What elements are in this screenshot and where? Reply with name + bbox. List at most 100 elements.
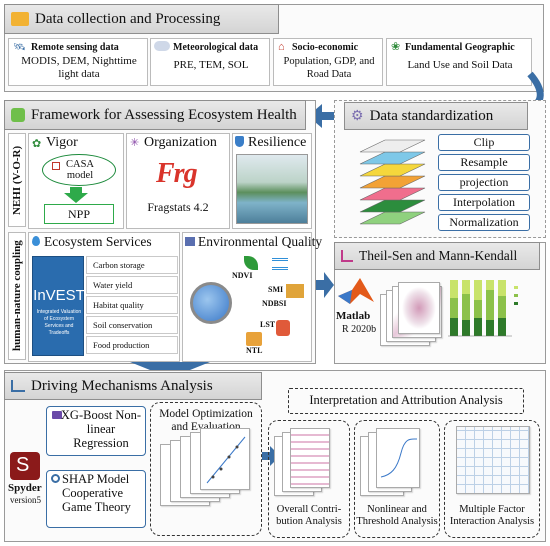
driving-title: Driving Mechanisms Analysis	[31, 377, 213, 394]
ndvi-label: NDVI	[232, 271, 253, 280]
chart-icon	[341, 250, 353, 262]
es-item: Carbon storage	[86, 256, 178, 274]
gear-icon: ⚙	[351, 108, 364, 124]
casa-model-ellipse	[42, 154, 116, 186]
result-sheet	[200, 428, 250, 490]
fragstats-logo: Frg	[156, 158, 198, 189]
casa-model-label: CASA model	[65, 159, 94, 181]
ntl-label: NTL	[246, 346, 263, 355]
puzzle-icon	[11, 108, 25, 122]
globe-icon	[190, 282, 232, 324]
overall-contribution-label: Overall Contri- bution Analysis	[276, 504, 342, 527]
es-item: Habitat quality	[86, 296, 178, 314]
meteorological-heading: Meteorological data	[173, 42, 259, 53]
terminal-icon	[52, 411, 62, 419]
standardization-step-resample: Resample	[438, 154, 530, 171]
remote-sensing-heading: Remote sensing data	[31, 42, 119, 53]
cloud-icon	[154, 41, 170, 51]
data-collection-titlebar: Data collection and Processing	[4, 4, 279, 34]
smi-icon	[272, 258, 288, 270]
es-item: Water yield	[86, 276, 178, 294]
lst-icon	[276, 320, 290, 336]
interaction-analysis-label: Multiple Factor Interaction Analysis	[449, 504, 535, 527]
socio-economic-card: ⌂ Socio-economic Population, GDP, and Ro…	[273, 38, 383, 86]
framework-title: Framework for Assessing Ecosystem Health	[31, 106, 297, 123]
smi-label: SMI	[268, 285, 284, 294]
arrow-standardization-to-framework	[318, 112, 334, 120]
factory-icon	[185, 237, 195, 246]
lst-label: LST	[260, 320, 276, 329]
matlab-version: R 2020b	[342, 324, 377, 335]
shap-label: SHAP Model Cooperative Game Theory	[62, 472, 131, 514]
shap-box	[46, 470, 146, 528]
fragstats-label: Fragstats 4.2	[147, 200, 209, 214]
analysis-group-interaction	[444, 420, 540, 538]
analysis-sheet	[376, 428, 420, 488]
resilience-photo	[236, 154, 308, 224]
meteorological-body: PRE, TEM, SOL	[173, 59, 249, 71]
trend-icon	[11, 380, 25, 392]
ndvi-icon	[244, 256, 258, 270]
analysis-group-overall	[268, 420, 350, 538]
nonlinear-threshold-label: Nonlinear and Threshold Analysis	[356, 504, 438, 527]
es-item: Food production	[86, 336, 178, 354]
resilience-title: Resilience	[248, 135, 307, 150]
magnifier-icon	[51, 474, 60, 483]
xgboost-label: XG-Boost Non-linear Regression	[60, 408, 142, 450]
matlab-label: Matlab	[336, 310, 371, 322]
interpretation-box	[288, 388, 524, 414]
spyder-logo-icon	[10, 452, 40, 480]
satellite-icon: 🛰	[13, 42, 26, 53]
ndbsi-label: NDBSI	[262, 299, 287, 308]
standardization-title: Data standardization	[369, 107, 494, 124]
house-icon: ⌂	[278, 41, 285, 53]
invest-logo-main: InVEST	[33, 287, 85, 304]
standardization-step-interpolation: Interpolation	[438, 194, 530, 211]
map-sheet	[398, 282, 440, 334]
leaf-icon: ✿	[32, 138, 42, 150]
meteorological-card: Meteorological data PRE, TEM, SOL	[150, 38, 270, 86]
ndbsi-icon	[286, 284, 304, 298]
nehi-label: NEHI (V-O-R)	[8, 133, 26, 227]
es-item: Soil conservation	[86, 316, 178, 334]
geographic-card: ❀ Fundamental Geographic Land Use and So…	[386, 38, 532, 86]
ntl-icon	[246, 332, 262, 346]
driving-titlebar: Driving Mechanisms Analysis	[4, 372, 262, 400]
npp-box: NPP	[44, 204, 114, 224]
shield-icon	[235, 136, 244, 147]
trend-bar-chart	[448, 280, 518, 337]
arrow-framework-to-theil-sen	[316, 272, 334, 298]
data-collection-title: Data collection and Processing	[35, 10, 221, 27]
coupling-label: human-nature coupling	[8, 232, 26, 360]
geographic-body: Land Use and Soil Data	[407, 59, 513, 71]
remote-sensing-body: MODIS, DEM, Nighttime light data	[21, 55, 137, 80]
environmental-quality-title: Environmental Quality	[198, 234, 323, 249]
theil-sen-title: Theil-Sen and Mann-Kendall	[359, 248, 518, 263]
sprout-icon: ❀	[391, 41, 401, 53]
ecosystem-services-title: Ecosystem Services	[44, 234, 152, 249]
spyder-web-glyph: S	[16, 454, 30, 476]
xgboost-box	[46, 406, 146, 456]
standardization-titlebar: ⚙ Data standardization	[344, 102, 528, 130]
scatter-illustration	[206, 436, 246, 484]
vigor-arrow	[64, 187, 88, 203]
spyder-version: version5	[10, 495, 41, 505]
socio-economic-body: Population, GDP, and Road Data	[283, 56, 375, 80]
invest-logo-sub: Integrated Valuation of Ecosystem Servic…	[36, 309, 82, 336]
folder-icon	[11, 12, 29, 26]
vigor-title: Vigor	[46, 135, 78, 150]
standardization-step-clip: Clip	[438, 134, 530, 151]
organization-title: Organization	[144, 135, 217, 150]
spyder-label: Spyder	[8, 482, 42, 494]
threshold-curve	[380, 438, 418, 478]
layer-stack-illustration	[359, 139, 426, 225]
analysis-sheet	[290, 428, 330, 488]
socio-economic-heading: Socio-economic	[292, 42, 359, 53]
arrow-optimization-to-analysis	[262, 446, 280, 466]
matlab-logo-icon	[338, 278, 374, 304]
droplet-icon	[32, 236, 40, 246]
geographic-heading: Fundamental Geographic	[405, 42, 515, 53]
interpretation-label: Interpretation and Attribution Analysis	[309, 393, 503, 407]
asterisk-icon: ✳	[130, 137, 140, 149]
standardization-step-projection: projection	[438, 174, 530, 191]
